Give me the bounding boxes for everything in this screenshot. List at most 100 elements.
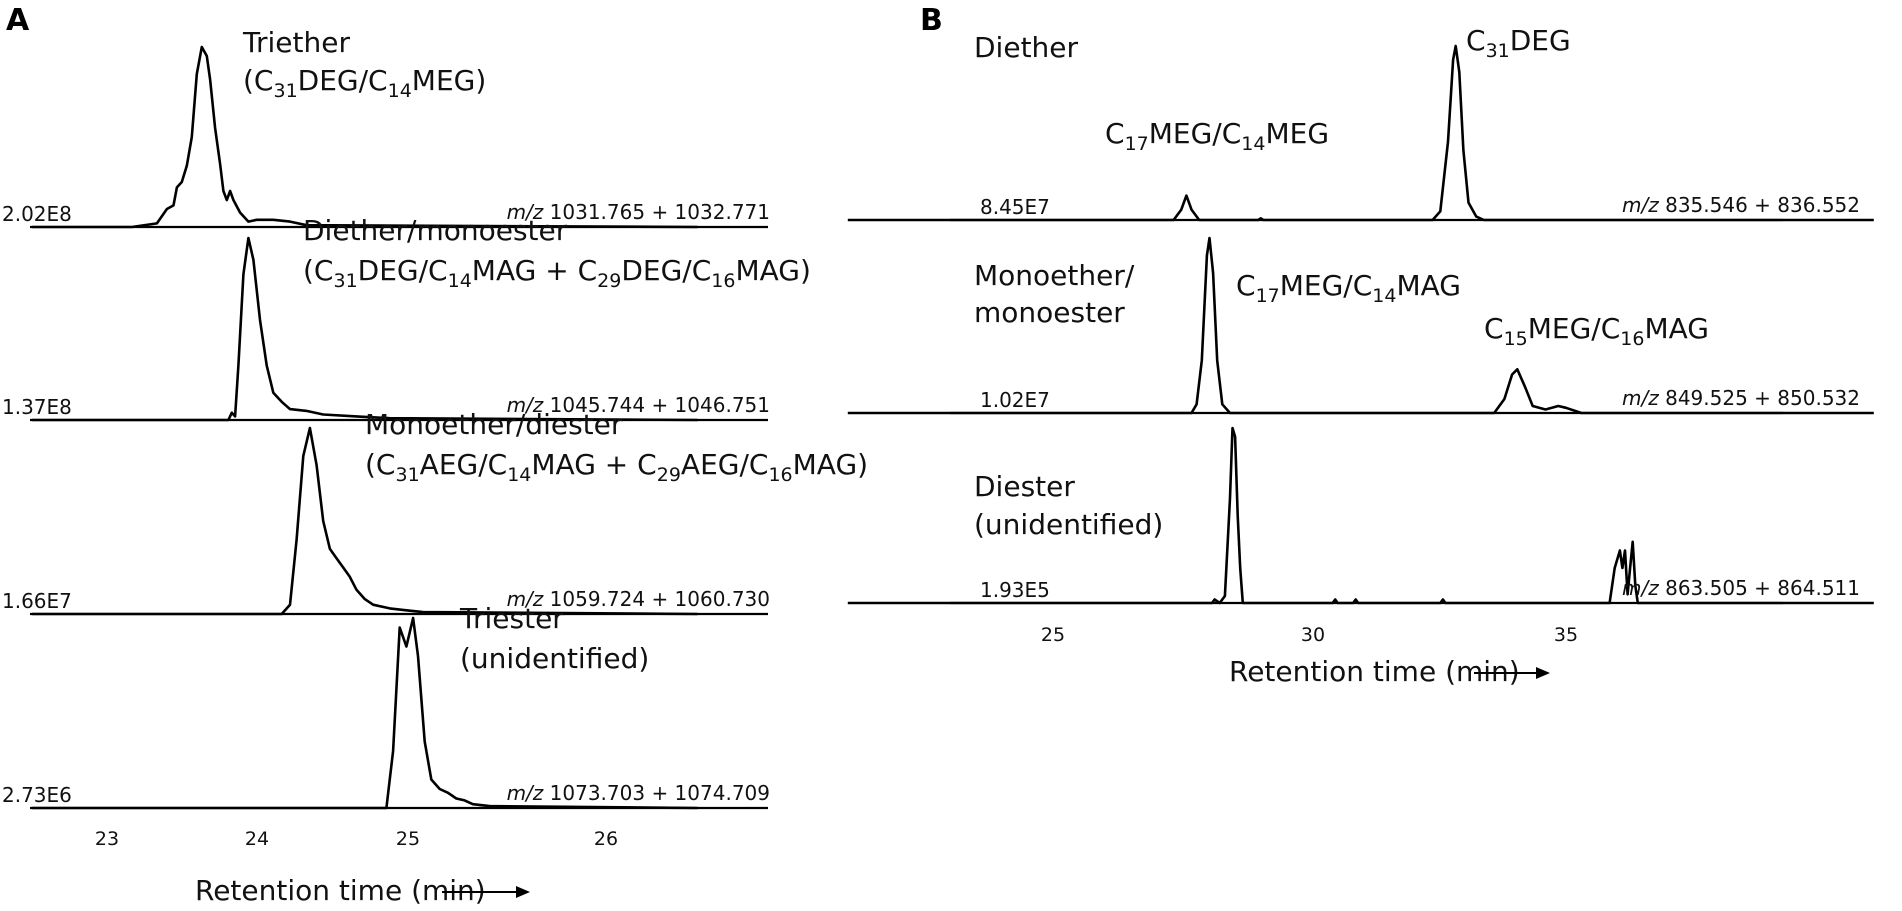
chromatogram-trace	[847, 44, 1874, 222]
intensity-scale-label: 2.02E8	[2, 202, 72, 226]
label-text: C	[1105, 117, 1125, 150]
x-tick-label: 25	[1041, 624, 1065, 646]
mz-prefix: m/z	[507, 587, 544, 611]
mz-value: 1059.724 + 1060.730	[543, 587, 770, 611]
label-text: MEG/C	[1280, 269, 1373, 302]
label-text: Diether/monoester	[303, 214, 568, 247]
intensity-scale-label: 8.45E7	[980, 195, 1050, 219]
trace-compound-label: Diester	[974, 470, 1075, 503]
label-text: MAG)	[735, 254, 810, 287]
label-text: (C	[365, 448, 395, 481]
trace-compound-label: Diether	[974, 31, 1079, 64]
peak-label: C31DEG	[1466, 24, 1571, 62]
label-text: (C	[303, 254, 333, 287]
intensity-scale-label: 1.37E8	[2, 395, 72, 419]
subscript-text: 17	[1125, 133, 1149, 155]
trace-compound-label: Triether	[242, 26, 350, 59]
subscript-text: 31	[273, 80, 297, 102]
trace-compound-label: (C31AEG/C14MAG + C29AEG/C16MAG)	[365, 448, 868, 486]
mz-value: 849.525 + 850.532	[1659, 386, 1860, 410]
chromatogram-trace	[32, 426, 698, 616]
mz-label: m/z 835.546 + 836.552	[1622, 193, 1860, 217]
label-text: Triether	[242, 26, 350, 59]
panel-a-letter: A	[6, 3, 30, 38]
label-text: Diether	[974, 31, 1079, 64]
subscript-text: 14	[388, 80, 412, 102]
subscript-text: 31	[333, 270, 357, 292]
mz-label: m/z 1073.703 + 1074.709	[507, 781, 770, 805]
label-text: MAG)	[793, 448, 868, 481]
subscript-text: 16	[1620, 328, 1644, 350]
mz-value: 1045.744 + 1046.751	[543, 393, 770, 417]
label-text: Diester	[974, 470, 1075, 503]
subscript-text: 14	[448, 270, 472, 292]
mz-prefix: m/z	[507, 781, 544, 805]
panel-a-x-axis-label: Retention time (min)	[195, 874, 486, 907]
label-text: MEG/C	[1528, 312, 1621, 345]
mz-prefix: m/z	[507, 200, 544, 224]
trace-compound-label: (unidentified)	[974, 508, 1163, 541]
label-text: DEG/C	[298, 64, 388, 97]
subscript-text: 14	[1372, 285, 1396, 307]
label-text: C	[1466, 24, 1486, 57]
subscript-text: 31	[395, 464, 419, 486]
peak-label: C15MEG/C16MAG	[1484, 312, 1709, 350]
peak-label: C17MEG/C14MAG	[1236, 269, 1461, 307]
chromatogram-trace	[32, 236, 698, 422]
panel-b-x-axis-label: Retention time (min)	[1229, 655, 1520, 688]
x-tick-label: 25	[396, 828, 420, 850]
label-text: DEG	[1510, 24, 1571, 57]
label-text: (unidentified)	[974, 508, 1163, 541]
label-text: Monoether/	[974, 259, 1135, 292]
label-text: Monoether/diester	[365, 408, 623, 441]
label-text: C	[1484, 312, 1504, 345]
intensity-scale-label: 1.66E7	[2, 589, 72, 613]
mz-value: 863.505 + 864.511	[1659, 576, 1860, 600]
subscript-text: 14	[507, 464, 531, 486]
trace-compound-label: (C31DEG/C14MEG)	[243, 64, 486, 102]
subscript-text: 29	[657, 464, 681, 486]
subscript-text: 15	[1504, 328, 1528, 350]
mz-label: m/z 849.525 + 850.532	[1622, 386, 1860, 410]
peak-label: C17MEG/C14MEG	[1105, 117, 1329, 155]
chromatogram-trace	[32, 616, 698, 810]
x-tick-label: 30	[1301, 624, 1325, 646]
label-text: MAG + C	[531, 448, 656, 481]
label-text: MEG	[1265, 117, 1329, 150]
label-text: AEG/C	[420, 448, 508, 481]
intensity-scale-label: 2.73E6	[2, 783, 72, 807]
mz-prefix: m/z	[1622, 576, 1659, 600]
label-text: DEG/C	[621, 254, 711, 287]
mz-label: m/z 1059.724 + 1060.730	[507, 587, 770, 611]
mz-prefix: m/z	[507, 393, 544, 417]
mz-label: m/z 1045.744 + 1046.751	[507, 393, 770, 417]
chromatogram-trace	[847, 236, 1874, 415]
label-text: MEG)	[412, 64, 486, 97]
panel-b-arrow-head	[1536, 667, 1550, 679]
chromatogram-trace	[32, 45, 698, 229]
mz-value: 1031.765 + 1032.771	[543, 200, 770, 224]
label-text: monoester	[974, 296, 1125, 329]
subscript-text: 16	[711, 270, 735, 292]
label-text: AEG/C	[681, 448, 769, 481]
label-text: (C	[243, 64, 273, 97]
intensity-scale-label: 1.02E7	[980, 388, 1050, 412]
mz-value: 1073.703 + 1074.709	[543, 781, 770, 805]
trace-compound-label: Diether/monoester	[303, 214, 568, 247]
intensity-scale-label: 1.93E5	[980, 578, 1050, 602]
trace-compound-label: (unidentified)	[460, 642, 649, 675]
mz-label: m/z 1031.765 + 1032.771	[507, 200, 770, 224]
label-text: MAG + C	[472, 254, 597, 287]
trace-compound-label: Monoether/diester	[365, 408, 623, 441]
trace-compound-label: Monoether/	[974, 259, 1135, 292]
mz-label: m/z 863.505 + 864.511	[1622, 576, 1860, 600]
chromatogram-trace	[847, 426, 1874, 605]
label-text: Triester	[459, 602, 564, 635]
trace-compound-label: Triester	[459, 602, 564, 635]
x-tick-label: 23	[95, 828, 119, 850]
label-text: MAG	[1644, 312, 1709, 345]
label-text: C	[1236, 269, 1256, 302]
subscript-text: 31	[1486, 40, 1510, 62]
